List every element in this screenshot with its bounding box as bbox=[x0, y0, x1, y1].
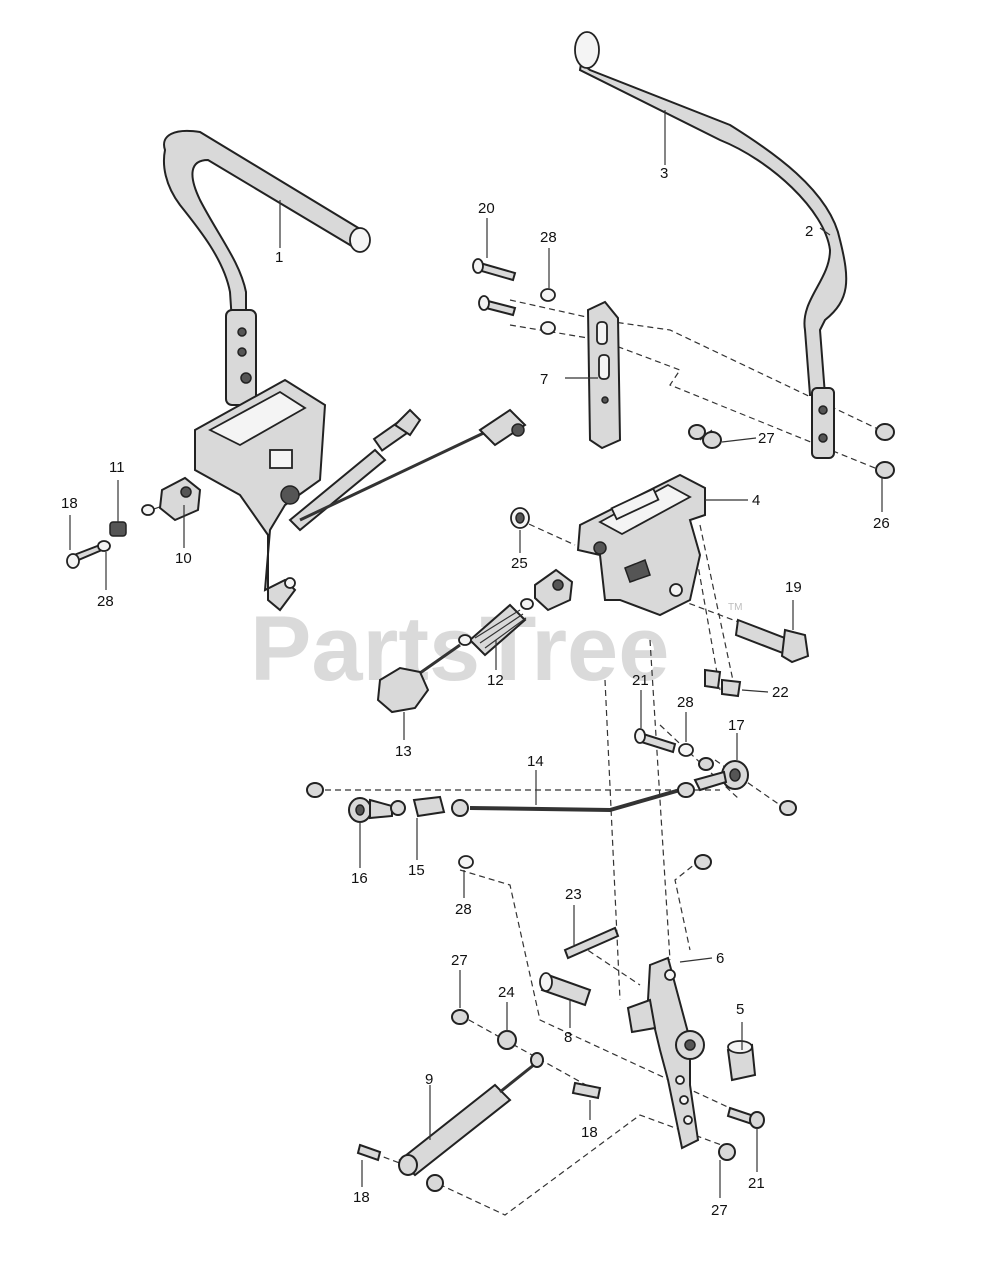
bolt-18-lower-right bbox=[571, 1081, 602, 1100]
part-4-right-bracket bbox=[576, 473, 706, 617]
part-15-coupler bbox=[390, 795, 469, 818]
callout-19: 19 bbox=[785, 579, 802, 596]
part-9-gas-spring bbox=[398, 1052, 544, 1177]
callout-28-right: 28 bbox=[677, 694, 694, 711]
part-11-spring bbox=[109, 521, 127, 537]
part-1-left-control-lever bbox=[162, 130, 527, 612]
callout-25: 25 bbox=[511, 555, 528, 572]
callout-17: 17 bbox=[728, 717, 745, 734]
callout-28-left: 28 bbox=[97, 593, 114, 610]
part-5-bushing bbox=[726, 1040, 757, 1082]
part-17-rod-end bbox=[677, 757, 797, 816]
part-6-pivot-arm bbox=[646, 854, 712, 1150]
watermark-trademark: TM bbox=[728, 602, 742, 613]
bolt-21-washer-28 bbox=[634, 728, 694, 757]
callout-15: 15 bbox=[408, 862, 425, 879]
callout-23: 23 bbox=[565, 886, 582, 903]
callout-28-upper: 28 bbox=[540, 229, 557, 246]
part-19-bolt bbox=[734, 618, 810, 664]
callout-24: 24 bbox=[498, 984, 515, 1001]
hardware-27-24 bbox=[451, 1009, 517, 1050]
part-13-adjustment-knob bbox=[376, 643, 461, 714]
nut-27-top bbox=[688, 424, 722, 449]
bolt-18-lower-left bbox=[356, 1143, 444, 1192]
callout-14: 14 bbox=[527, 753, 544, 770]
part-8-spacer-tube bbox=[539, 972, 657, 1034]
part-16-rod-end bbox=[306, 782, 393, 823]
callout-16: 16 bbox=[351, 870, 368, 887]
callout-21-lower: 21 bbox=[748, 1175, 765, 1192]
nut-27-lower bbox=[718, 1143, 736, 1161]
callout-9: 9 bbox=[425, 1071, 433, 1088]
callout-20: 20 bbox=[478, 200, 495, 217]
callout-2: 2 bbox=[805, 223, 813, 240]
callout-10: 10 bbox=[175, 550, 192, 567]
part-23-pin bbox=[563, 926, 620, 960]
callout-8: 8 bbox=[564, 1029, 572, 1046]
callout-27-lower: 27 bbox=[711, 1202, 728, 1219]
watermark: PartsTree bbox=[250, 598, 669, 700]
callout-6: 6 bbox=[716, 950, 724, 967]
part-25-bushing bbox=[510, 507, 530, 529]
callout-1: 1 bbox=[275, 249, 283, 266]
callout-18-lower-right: 18 bbox=[581, 1124, 598, 1141]
hardware-20-28 bbox=[472, 258, 556, 335]
washer-28-mid bbox=[458, 855, 474, 869]
nuts-26 bbox=[875, 423, 895, 479]
part-2-3-right-control-lever bbox=[574, 31, 848, 459]
washer-10 bbox=[141, 504, 155, 516]
bolt-18-left bbox=[66, 540, 111, 569]
part-14-tie-rod bbox=[469, 788, 681, 813]
callout-13: 13 bbox=[395, 743, 412, 760]
part-7-lever-plate bbox=[586, 300, 622, 450]
part-10-clamp-block bbox=[158, 476, 202, 522]
callout-27-upper: 27 bbox=[758, 430, 775, 447]
part-12-spring bbox=[458, 568, 574, 657]
callout-22: 22 bbox=[772, 684, 789, 701]
callout-7: 7 bbox=[540, 371, 548, 388]
callout-4: 4 bbox=[752, 492, 760, 509]
bolt-21-lower bbox=[726, 1106, 765, 1129]
callout-26: 26 bbox=[873, 515, 890, 532]
callout-28-middle: 28 bbox=[455, 901, 472, 918]
callout-3: 3 bbox=[660, 165, 668, 182]
callout-18-left: 18 bbox=[61, 495, 78, 512]
callout-27-middle: 27 bbox=[451, 952, 468, 969]
callout-5: 5 bbox=[736, 1001, 744, 1018]
leader-lines bbox=[69, 110, 883, 1198]
callout-18-lower-left: 18 bbox=[353, 1189, 370, 1206]
callout-11: 11 bbox=[109, 459, 125, 476]
screws-22 bbox=[704, 668, 742, 698]
callout-21-upper: 21 bbox=[632, 672, 649, 689]
callout-12: 12 bbox=[487, 672, 504, 689]
